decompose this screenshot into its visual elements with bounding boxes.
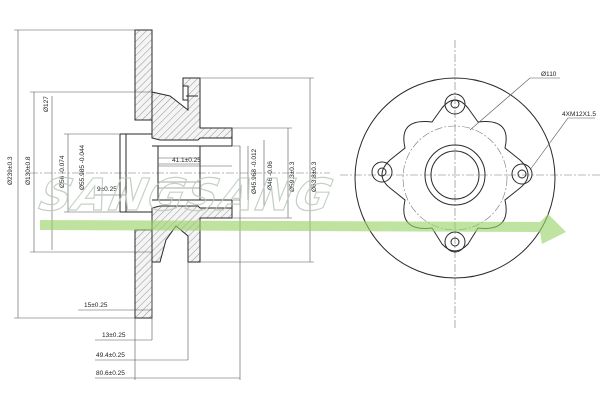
dim-offset-9: 9±0.25 xyxy=(97,186,117,193)
bolt-hole-right-inner xyxy=(517,169,527,179)
dim-80: 80.6±0.25 xyxy=(96,370,125,377)
bolt-hole-bottom-inner xyxy=(450,237,460,247)
center-bore-inner xyxy=(430,150,480,200)
disc-outer-circle xyxy=(354,77,556,279)
dim-thickness-15: 15±0.25 xyxy=(84,302,108,309)
disc-lower xyxy=(134,229,153,319)
disc-upper xyxy=(134,29,153,121)
dim-pcd: Ø110 xyxy=(541,71,557,78)
watermark-arrow xyxy=(40,214,566,244)
hub-upper xyxy=(151,77,233,141)
dim-bearing-width: 41.1±0.25 xyxy=(172,157,201,164)
dim-outer-dia: Ø239±0.3 xyxy=(7,156,14,185)
dim-bolts: 4XM12X1.5 xyxy=(562,111,596,118)
bolt-leader xyxy=(529,117,595,171)
bolt-hole-left xyxy=(371,161,393,183)
hub-bore xyxy=(152,138,233,208)
bolt-hole-left-inner xyxy=(377,167,387,177)
dim-inner-46: Ø46 -0.06 xyxy=(267,161,274,190)
hub-left-bore xyxy=(119,133,152,213)
dim-bore-127: Ø127 xyxy=(43,96,50,112)
dim-13: 13±0.25 xyxy=(102,332,126,339)
dim-inner-45: Ø45.968 -0.012 xyxy=(251,148,258,194)
dim-hub-63: Ø63.8±0.3 xyxy=(311,161,318,192)
bolt-hole-right xyxy=(511,163,533,185)
dim-bore-55: Ø55.985 -0.044 xyxy=(79,144,86,190)
center-bore-outer xyxy=(424,144,486,206)
hub-flange xyxy=(381,99,529,252)
dimension-lines xyxy=(14,29,314,380)
pcd-leader xyxy=(469,77,560,131)
bolt-hole-bottom xyxy=(444,231,466,253)
dim-bore-56: Ø56 -0.074 xyxy=(59,155,66,188)
bolt-hole-top-inner xyxy=(450,99,460,109)
stud-boss xyxy=(182,85,198,101)
front-view xyxy=(340,40,600,330)
watermark-text: SANGSANG xyxy=(35,170,339,220)
watermark: SANGSANG xyxy=(34,170,566,244)
spline-lines xyxy=(158,145,241,201)
dim-pilot-dia: Ø130±0.8 xyxy=(25,156,32,185)
bolt-hole-top xyxy=(444,93,466,115)
dim-49: 49.4±0.25 xyxy=(96,352,125,359)
dim-hub-59: Ø59.3±0.3 xyxy=(289,161,296,192)
